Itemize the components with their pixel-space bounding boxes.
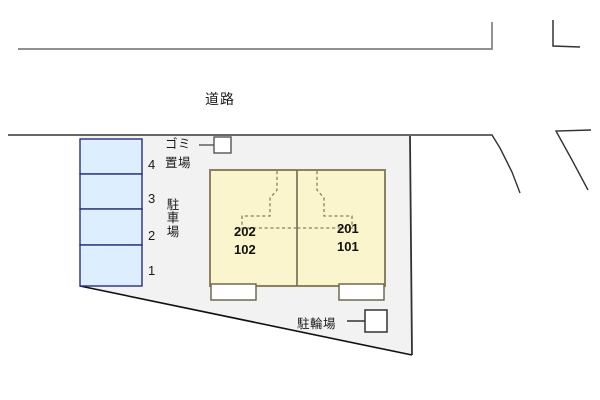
trash-label-line2: 置場 xyxy=(165,155,192,170)
trash-label-line1: ゴミ xyxy=(165,136,192,151)
road-right-boundary-line xyxy=(410,134,521,194)
entrance-box-right[interactable] xyxy=(338,283,385,301)
site-diagonal-boundary-line xyxy=(79,285,413,356)
unit-label-201: 201 xyxy=(337,221,359,236)
parking-stall-number-2: 2 xyxy=(148,228,156,243)
road-upper-edge-line xyxy=(18,22,493,50)
bicycle-parking-label: 駐輪場 xyxy=(297,316,337,331)
road-corner-line-topright xyxy=(552,20,581,48)
site-right-boundary-line xyxy=(409,135,413,356)
building xyxy=(209,169,386,301)
stair-outline-right xyxy=(297,171,353,229)
parking-stall-3[interactable] xyxy=(79,173,143,210)
unit-label-102: 102 xyxy=(234,242,256,257)
parking-label-char-1: 駐 xyxy=(166,197,180,212)
parking-stall-2[interactable] xyxy=(79,208,143,246)
unit-label-202: 202 xyxy=(234,224,256,239)
parking-stall-number-1: 1 xyxy=(148,263,156,278)
road-edge-line-right xyxy=(554,129,592,191)
entrance-box-left[interactable] xyxy=(210,283,257,301)
trash-marker xyxy=(199,136,232,154)
road-lines xyxy=(8,20,592,194)
parking-stall-number-4: 4 xyxy=(148,157,156,172)
road-label: 道路 xyxy=(205,92,235,108)
stair-outline-left xyxy=(241,171,297,229)
unit-label-101: 101 xyxy=(337,239,359,254)
parking-area-label: 駐 車 場 xyxy=(165,198,181,238)
parking-label-char-2: 車 xyxy=(166,210,180,226)
parking-stall-1[interactable] xyxy=(79,244,143,287)
bicycle-marker-box[interactable] xyxy=(364,309,388,333)
bicycle-parking-marker xyxy=(347,309,388,333)
parking-label-char-3: 場 xyxy=(166,223,180,239)
parking-stall-number-3: 3 xyxy=(148,191,156,206)
trash-marker-box[interactable] xyxy=(213,136,232,154)
parking-stall-4[interactable] xyxy=(79,138,143,175)
parking-stall-group xyxy=(79,138,143,287)
